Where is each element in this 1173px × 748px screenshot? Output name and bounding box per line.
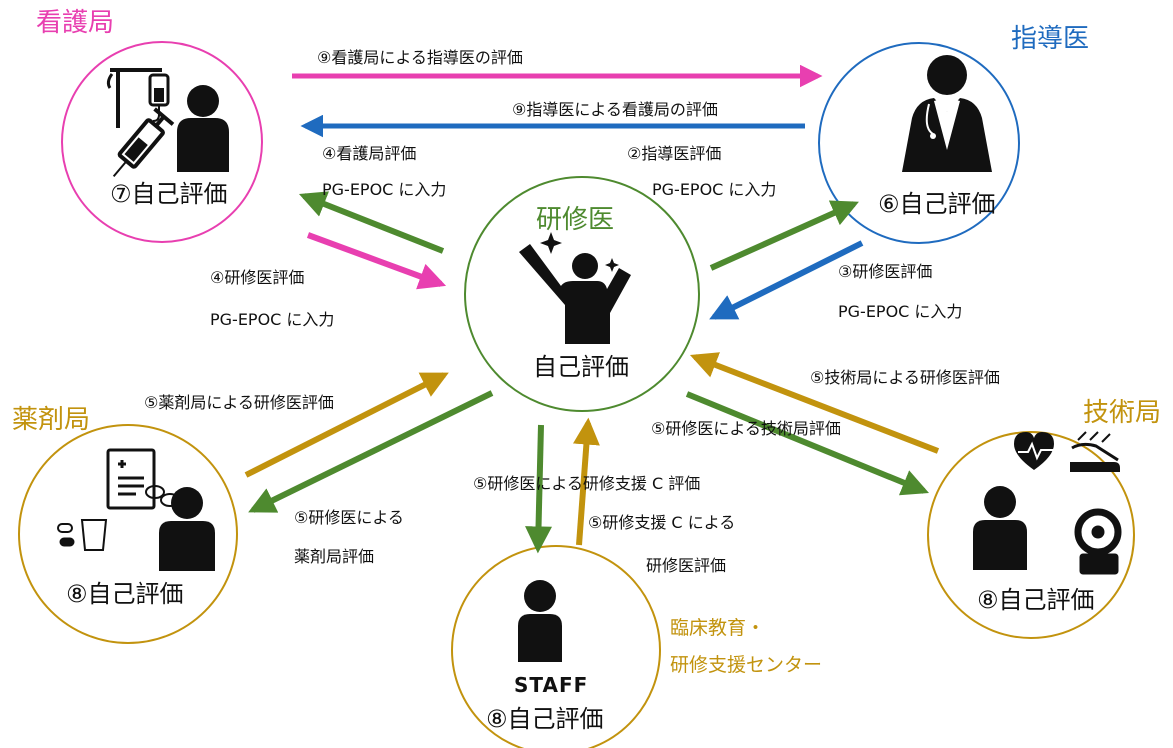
arrow-resident-to-pharmacy [248, 390, 494, 513]
technical-node-circle [927, 431, 1135, 639]
arrow-pharmacy-to-resident [244, 372, 449, 478]
instructor-node-circle [818, 42, 1020, 244]
arrow-resident-to-nursing [298, 191, 445, 254]
label-resident-eval-right: ③研修医評価 [838, 262, 933, 281]
instructor-title: 指導医 [1011, 24, 1090, 54]
pharmacy-node-circle [18, 424, 238, 644]
label-resident-to-pharmacy-1: ⑤研修医による [294, 508, 404, 527]
heart-rate-icon [1014, 432, 1055, 470]
label-resident-to-technical: ⑤研修医による技術局評価 [651, 419, 841, 438]
label-nursing-to-instructor: ⑨看護局による指導医の評価 [317, 48, 523, 67]
label-resident-to-center: ⑤研修医による研修支援 C 評価 [473, 474, 701, 493]
resident-title: 研修医 [536, 205, 615, 235]
cheering-person-icon [519, 232, 631, 344]
label-nursing-eval: ④看護局評価 [322, 144, 417, 163]
technical-self-eval: ⑧自己評価 [977, 586, 1095, 614]
label-resident-eval-right-input: PG-EPOC に入力 [838, 302, 963, 321]
iv-drip-icon [106, 68, 170, 128]
label-instructor-eval: ②指導医評価 [627, 144, 722, 163]
pills-icon [57, 485, 180, 551]
label-resident-to-pharmacy-2: 薬剤局評価 [294, 547, 375, 566]
center-title-line1: 臨床教育・ [670, 617, 766, 639]
label-center-to-resident-1: ⑤研修支援 C による [588, 513, 736, 532]
arrow-technical-to-resident [689, 352, 940, 454]
nursing-title: 看護局 [36, 8, 115, 38]
label-technical-to-resident: ⑤技術局による研修医評価 [810, 368, 1000, 387]
label-nursing-eval-input: PG-EPOC に入力 [322, 180, 447, 199]
doctor-icon [902, 55, 992, 172]
label-instructor-eval-input: PG-EPOC に入力 [652, 180, 777, 199]
mri-scanner-icon [1074, 508, 1122, 575]
center-self-eval: ⑧自己評価 [486, 705, 604, 733]
center-title-line2: 研修支援センター [670, 654, 823, 676]
pharmacy-title: 薬剤局 [12, 405, 91, 435]
label-resident-eval-left-input: PG-EPOC に入力 [210, 310, 335, 329]
nursing-person-icon [177, 85, 229, 172]
label-instructor-to-nursing: ⑨指導医による看護局の評価 [512, 100, 718, 119]
pharmacy-self-eval: ⑧自己評価 [66, 580, 184, 608]
pharmacy-person-icon [159, 487, 215, 571]
label-resident-eval-left: ④研修医評価 [210, 268, 305, 287]
instructor-self-eval: ⑥自己評価 [878, 190, 996, 218]
technical-person-icon [973, 486, 1027, 570]
center-node-circle [451, 545, 661, 748]
nursing-self-eval: ⑦自己評価 [110, 180, 228, 208]
arrow-resident-to-instructor [709, 200, 859, 271]
arrow-center-to-resident [572, 417, 600, 546]
resident-self-eval: 自己評価 [533, 353, 629, 381]
syringe-icon [112, 107, 175, 178]
technical-title: 技術局 [1083, 398, 1162, 428]
nursing-node-circle [61, 41, 263, 243]
ultrasound-icon [1070, 431, 1120, 472]
arrow-resident-to-center [525, 424, 553, 554]
arrow-nursing-to-resident [306, 232, 447, 290]
resident-node-circle [464, 176, 700, 412]
label-center-to-resident-2: 研修医評価 [646, 556, 727, 575]
arrow-instructor-to-resident [709, 240, 864, 320]
staff-badge: STAFF [514, 673, 589, 697]
staff-person-icon [518, 580, 562, 662]
prescription-icon [106, 448, 156, 510]
label-pharmacy-to-resident: ⑤薬剤局による研修医評価 [144, 393, 334, 412]
arrow-resident-to-technical [685, 391, 929, 496]
